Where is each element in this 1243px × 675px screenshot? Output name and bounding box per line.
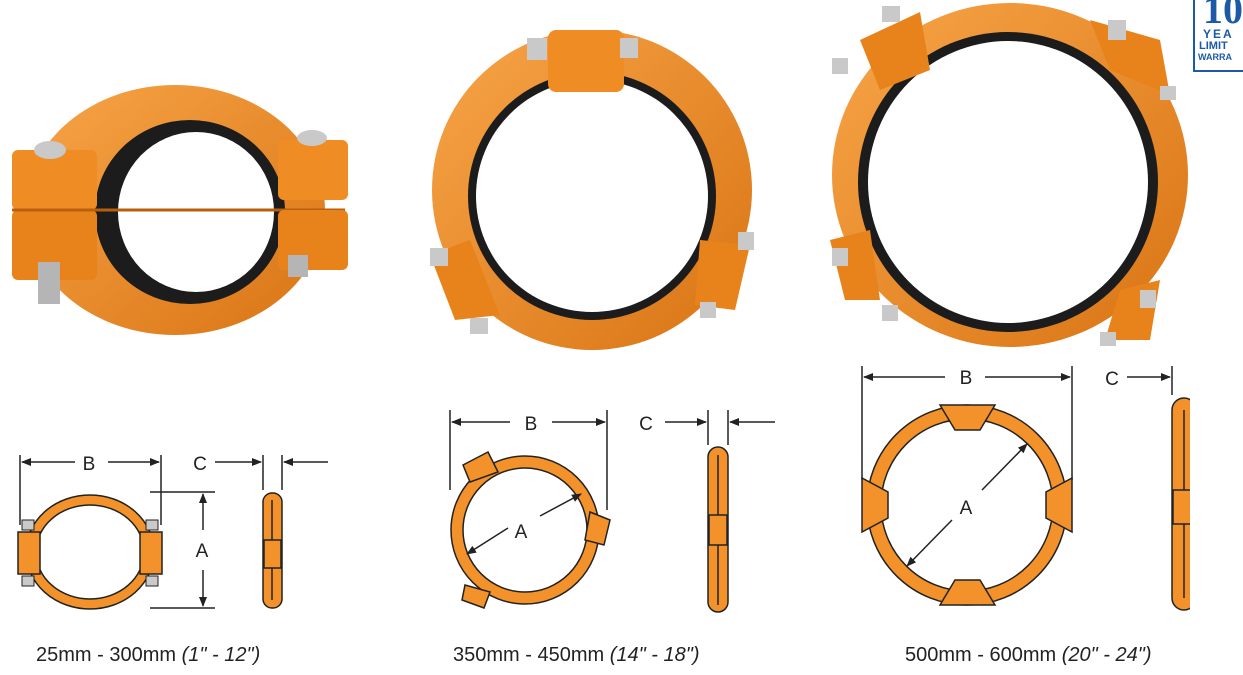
dim-b-label: B — [960, 368, 973, 389]
diagram-medium-front — [449, 410, 611, 609]
dim-b-label: B — [525, 414, 538, 435]
caption-small: 25mm - 300mm (1" - 12") — [36, 644, 260, 667]
bolt-icon — [738, 232, 754, 250]
caption-inches: (20" - 24") — [1061, 644, 1152, 666]
caption-size: 500mm - 600mm — [905, 644, 1057, 666]
caption-inches: (1" - 12") — [181, 644, 261, 666]
dim-c-label: C — [1105, 369, 1119, 390]
diagram-large-front — [861, 366, 1073, 606]
diagram-small-side — [215, 455, 328, 609]
caption-medium: 350mm - 450mm (14" - 18") — [453, 644, 700, 667]
warranty-line-1: YEA — [1203, 27, 1234, 41]
diagram-small-front — [17, 455, 215, 610]
bolt-icon — [700, 302, 716, 318]
warranty-years: 10 — [1203, 0, 1243, 32]
warranty-line-2: LIMIT — [1199, 40, 1228, 52]
bolt-icon — [832, 58, 848, 74]
dim-a-label: A — [196, 541, 209, 562]
coupling-photo-medium — [430, 30, 754, 350]
bolt-icon — [1100, 332, 1116, 346]
bolt-head-icon — [34, 141, 66, 159]
caption-large: 500mm - 600mm (20" - 24") — [905, 644, 1152, 667]
coupling-photo-large — [830, 3, 1188, 347]
bolt-icon — [527, 38, 547, 60]
bolt-icon — [38, 262, 60, 304]
warranty-badge: 10 YEA LIMIT WARRA — [1193, 0, 1243, 72]
warranty-line-3: WARRA — [1198, 52, 1232, 62]
dim-a-label: A — [960, 498, 973, 519]
bolt-icon — [1108, 20, 1126, 40]
caption-size: 350mm - 450mm — [453, 644, 605, 666]
bolt-icon — [1160, 86, 1176, 100]
bolt-icon — [1140, 290, 1156, 308]
bolt-head-icon — [297, 130, 327, 146]
bolt-icon — [882, 305, 898, 321]
bolt-icon — [430, 248, 448, 266]
diagram-medium-side — [665, 410, 775, 613]
bolt-icon — [832, 248, 848, 266]
dim-a-label: A — [515, 522, 528, 543]
caption-inches: (14" - 18") — [609, 644, 700, 666]
bolt-icon — [882, 6, 900, 22]
coupling-photo-small — [12, 85, 348, 335]
dim-b-label: B — [83, 454, 96, 475]
diagram-large-side — [1127, 366, 1190, 611]
dim-c-label: C — [639, 414, 653, 435]
bolt-icon — [470, 318, 488, 334]
bolt-icon — [620, 38, 638, 58]
dim-c-label: C — [193, 454, 207, 475]
bolt-icon — [288, 255, 308, 277]
product-illustrations: B A C B A C — [12, 3, 1190, 613]
caption-size: 25mm - 300mm — [36, 644, 177, 666]
